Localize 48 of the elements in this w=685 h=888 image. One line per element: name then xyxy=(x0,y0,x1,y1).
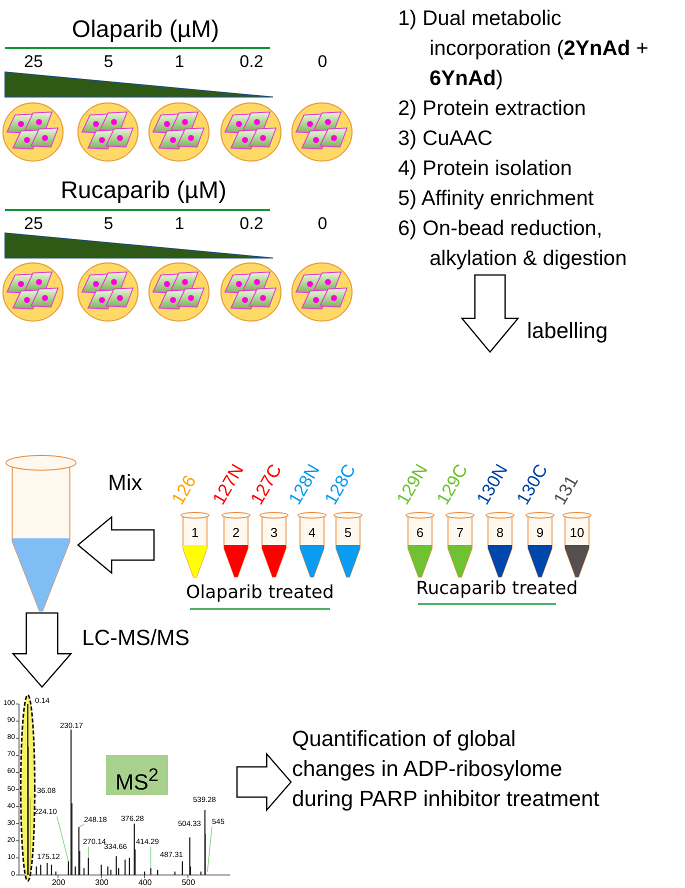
spectrum-level-label: MS$^{2}$ xyxy=(114,763,160,796)
tube-number: 4 xyxy=(307,526,317,540)
leader-line xyxy=(206,826,212,872)
dose-value: 5 xyxy=(103,214,114,234)
drug-heading: Olaparib (µM) xyxy=(71,16,220,44)
dose-value: 1 xyxy=(174,52,185,72)
block-arrow xyxy=(76,516,155,574)
leader-line xyxy=(56,816,69,862)
tube-number: 2 xyxy=(231,526,241,540)
step-text: 4) Protein isolation xyxy=(398,156,573,182)
axis-tick-label: 500 xyxy=(181,878,196,888)
tube-number: 1 xyxy=(190,526,200,540)
dose-value: 0.2 xyxy=(239,52,264,72)
tube-number: 3 xyxy=(269,526,279,540)
dose-value: 5 xyxy=(103,52,114,72)
dose-value: 0.2 xyxy=(239,214,264,234)
axis-tick-label: 200 xyxy=(51,878,66,888)
step-text: 5) Affinity enrichment xyxy=(398,186,595,212)
tube-number: 8 xyxy=(495,526,505,540)
axis-tick-label: 400 xyxy=(138,878,152,888)
block-arrow xyxy=(12,612,72,688)
leader-line xyxy=(150,846,152,869)
step-text: 1) Dual metabolic incorporation (2YnAd + 6YnAd) xyxy=(398,6,650,92)
leader-line xyxy=(78,824,84,828)
result-text-body: Quantification of global changes in ADP-ribosylome during PARP inhibitor treatment xyxy=(292,725,600,813)
step-text: 3) CuAAC xyxy=(398,126,494,152)
group-label: Olaparib treated xyxy=(186,582,334,604)
tube-number: 6 xyxy=(415,526,425,540)
block-arrow xyxy=(460,274,520,354)
dose-value: 1 xyxy=(174,214,185,234)
axis-tick-label: 300 xyxy=(94,878,109,888)
channel-label: 131 xyxy=(550,472,582,508)
drug-heading: Rucaparib (µM) xyxy=(60,177,227,205)
leader-line xyxy=(88,846,89,858)
dose-value: 25 xyxy=(24,52,44,72)
step-text: 6) On-bead reduction, alkylation & digestion xyxy=(398,216,628,272)
channel-label: 126 xyxy=(168,472,200,508)
dose-value: 25 xyxy=(24,214,44,234)
group-label: Rucaparib treated xyxy=(416,578,578,600)
dose-value: 0 xyxy=(317,214,328,234)
tube-number: 9 xyxy=(535,526,545,540)
tube-number: 10 xyxy=(568,526,586,540)
tube-number: 5 xyxy=(343,526,353,540)
block-arrow xyxy=(236,752,292,812)
dose-value: 0 xyxy=(317,52,328,72)
spectrum-level-badge xyxy=(106,755,168,795)
tube-number: 7 xyxy=(455,526,465,540)
step-text: 2) Protein extraction xyxy=(398,96,587,122)
